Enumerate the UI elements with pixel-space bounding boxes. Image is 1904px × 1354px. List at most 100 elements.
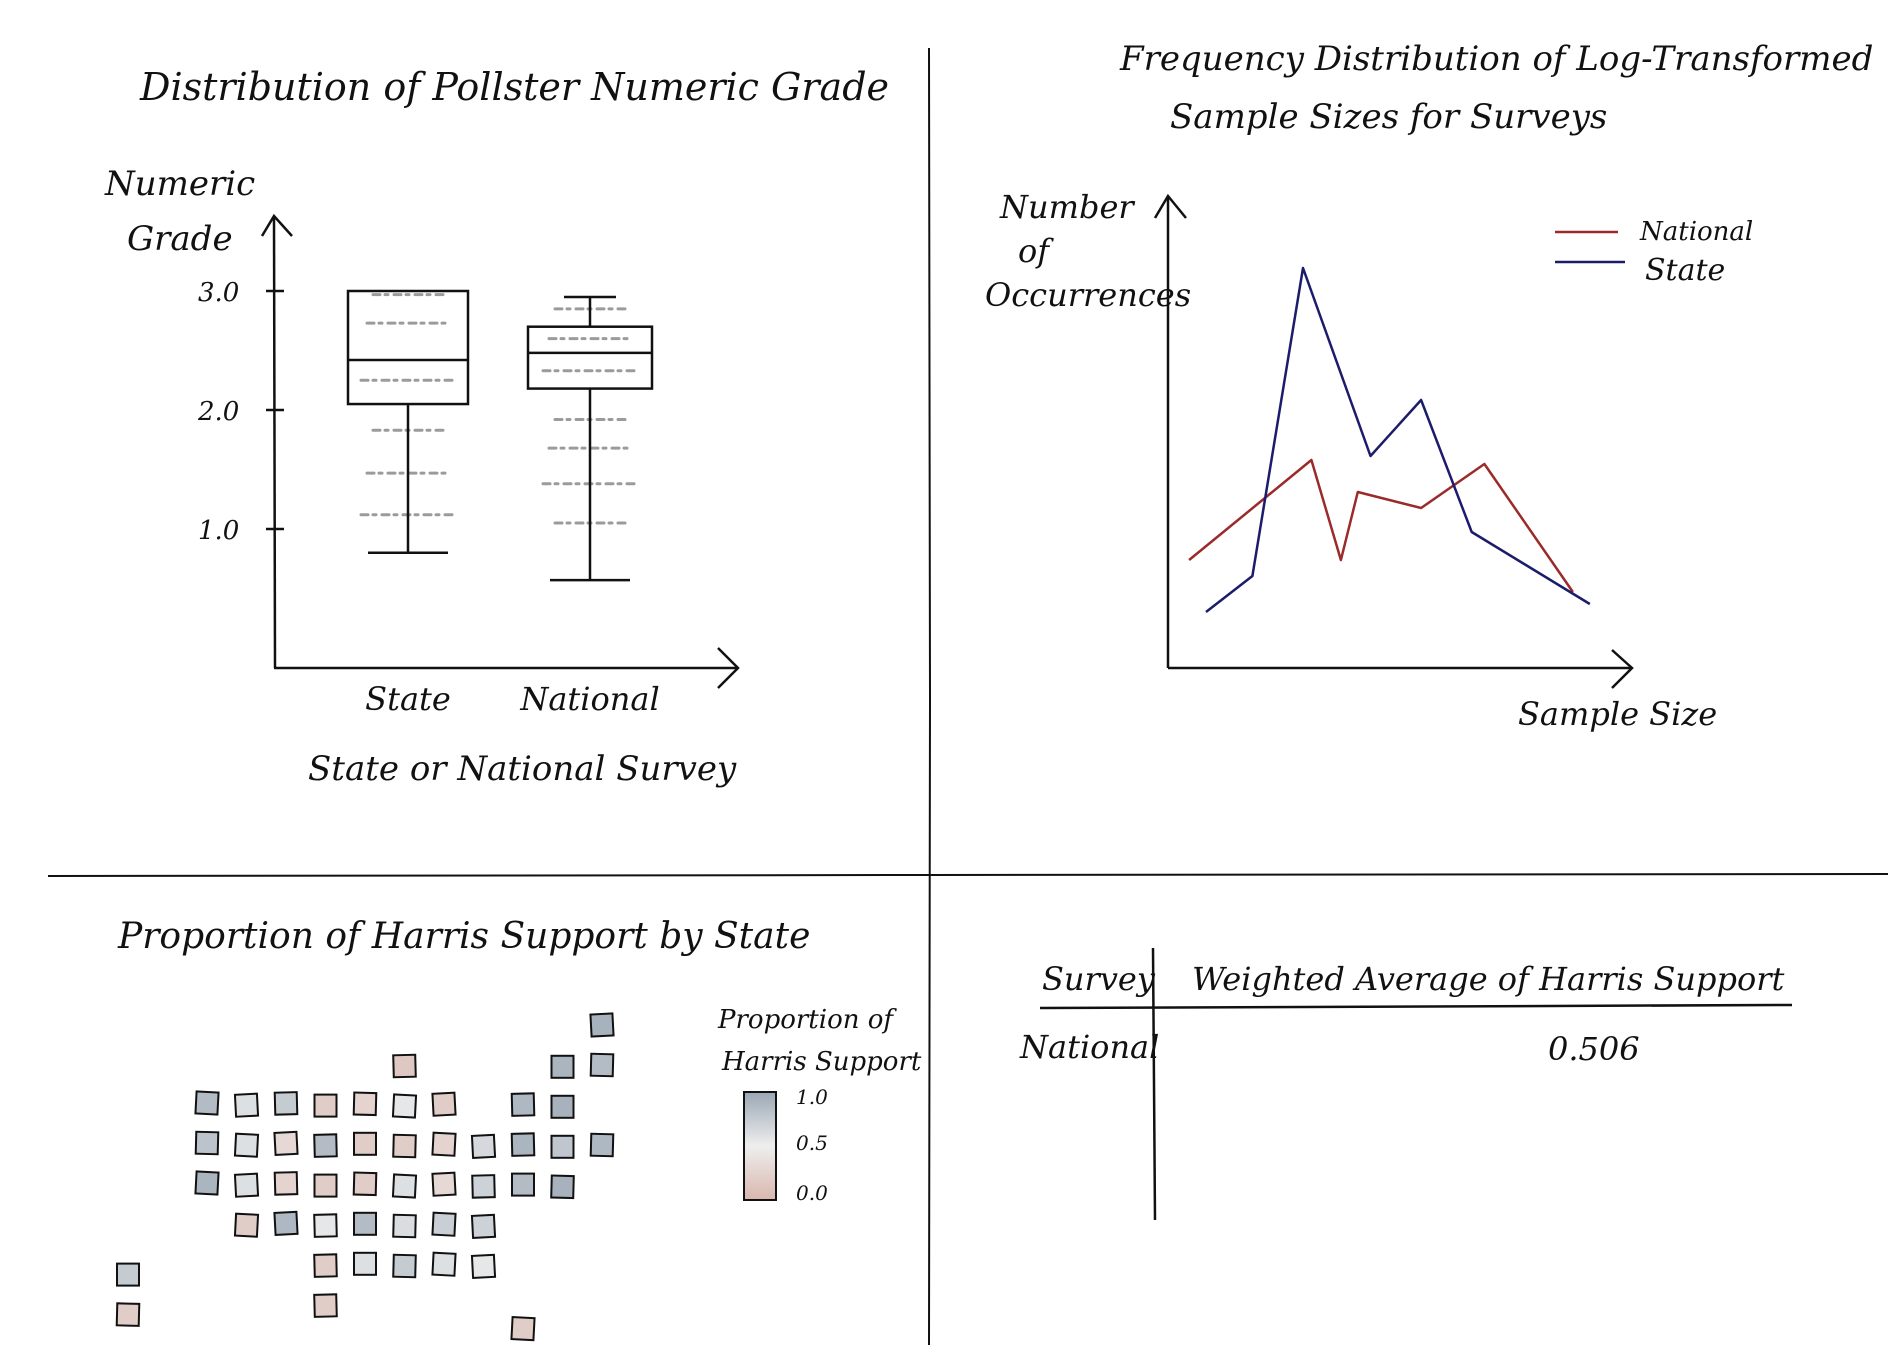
state-tile xyxy=(313,1293,338,1318)
boxplot-category-label: National xyxy=(519,680,659,718)
state-tile xyxy=(352,1171,378,1197)
state-tile xyxy=(273,1171,299,1196)
state-tile xyxy=(391,1093,418,1119)
line-panel: Frequency Distribution of Log-Transforme… xyxy=(985,39,1873,733)
colorbar-title-line2: Harris Support xyxy=(721,1047,922,1077)
national-series-line xyxy=(1188,458,1574,593)
state-tile xyxy=(510,1315,536,1342)
state-tile xyxy=(550,1054,575,1079)
boxplot-xlabel: State or National Survey xyxy=(308,749,737,789)
boxplot-ytick-label: 3.0 xyxy=(198,278,239,308)
state-iqr-box xyxy=(346,289,470,406)
state-tile xyxy=(353,1211,377,1236)
state-tile xyxy=(353,1251,377,1276)
colorbar-tick-label: 0.0 xyxy=(796,1181,828,1205)
state-tile xyxy=(233,1132,260,1158)
table-rules xyxy=(1039,947,1793,1221)
tilemap-title: Proportion of Harris Support by State xyxy=(117,916,810,957)
line-title-line2: Sample Sizes for Surveys xyxy=(1170,97,1607,137)
line-ylabel-line1: Number xyxy=(999,188,1135,226)
line-axes xyxy=(1153,193,1634,689)
state-tile xyxy=(313,1213,338,1238)
state-tile xyxy=(273,1130,299,1157)
table-column-rule xyxy=(1151,947,1157,1221)
quadrant-dividers xyxy=(47,47,1889,1346)
colorbar-tick-label: 1.0 xyxy=(796,1085,828,1109)
state-tile xyxy=(313,1133,338,1158)
line-series xyxy=(1188,266,1591,613)
state-tile xyxy=(233,1172,260,1198)
state-tile xyxy=(313,1253,338,1278)
line-y-arrow xyxy=(1153,193,1187,219)
table-cell-value: 0.506 xyxy=(1548,1030,1640,1068)
boxplot-y-arrow xyxy=(260,213,293,237)
boxplot-ytick-label: 1.0 xyxy=(198,516,239,546)
boxplot-category-label: State xyxy=(365,680,451,718)
state-tile xyxy=(470,1253,497,1280)
state-tile xyxy=(353,1131,377,1156)
state-tile xyxy=(313,1173,338,1198)
national-box xyxy=(526,295,654,582)
state-tile xyxy=(431,1251,457,1277)
state-tile xyxy=(589,1132,615,1158)
state-tile xyxy=(431,1091,457,1117)
state-tile xyxy=(550,1094,575,1119)
legend-state-label: State xyxy=(1645,253,1725,288)
boxplot-title: Distribution of Pollster Numeric Grade xyxy=(139,65,889,109)
state-tile xyxy=(392,1213,417,1239)
state-tile xyxy=(470,1213,497,1240)
state-tile xyxy=(194,1130,220,1156)
state-tile xyxy=(391,1173,418,1199)
boxplot-points xyxy=(359,293,639,525)
state-tile xyxy=(470,1133,497,1160)
table-panel: Survey Weighted Average of Harris Suppor… xyxy=(1019,947,1793,1221)
colorbar xyxy=(743,1091,777,1201)
colorbar-title-line1: Proportion of xyxy=(717,1005,897,1035)
boxplot-ticks: 3.0 2.0 1.0 xyxy=(197,278,284,546)
boxplot-ylabel-line2: Grade xyxy=(127,219,233,259)
state-box xyxy=(346,289,470,555)
tilemap-panel: Proportion of Harris Support by State Pr… xyxy=(115,916,922,1342)
colorbar-tick-label: 0.5 xyxy=(796,1131,828,1155)
state-tile xyxy=(352,1091,378,1117)
line-x-arrow xyxy=(1611,649,1634,689)
boxplot-ylabel-line1: Numeric xyxy=(104,164,255,204)
state-tile xyxy=(589,1052,615,1078)
state-tile xyxy=(273,1210,299,1237)
table-cell-survey: National xyxy=(1019,1028,1159,1066)
boxplot-y-axis xyxy=(272,217,277,669)
table-header-survey: Survey xyxy=(1042,960,1156,998)
state-tile xyxy=(431,1171,457,1197)
boxplot-panel: Distribution of Pollster Numeric Grade N… xyxy=(104,65,889,789)
state-tile xyxy=(510,1132,536,1157)
horizontal-divider xyxy=(47,873,1889,877)
boxplot-ytick-label: 2.0 xyxy=(197,397,239,427)
boxplot-boxes xyxy=(346,289,654,582)
line-ylabel-line3: Occurrences xyxy=(985,276,1191,314)
line-ylabel-line2: of xyxy=(1018,232,1054,270)
state-tile xyxy=(589,1012,615,1038)
state-tile xyxy=(313,1093,338,1118)
line-legend: National State xyxy=(1555,217,1753,288)
state-tile xyxy=(194,1170,220,1196)
colorbar-ticks: 1.0 0.5 0.0 xyxy=(796,1085,828,1205)
state-tile xyxy=(431,1211,457,1237)
state-tile xyxy=(233,1092,260,1118)
state-tile xyxy=(392,1053,417,1079)
table-header-rule xyxy=(1039,1003,1793,1010)
state-tile xyxy=(273,1091,299,1116)
state-tile xyxy=(233,1212,260,1238)
state-tile xyxy=(115,1302,141,1327)
tilemap-tiles xyxy=(115,1012,615,1342)
table-header-weighted-average: Weighted Average of Harris Support xyxy=(1192,960,1785,998)
state-tile xyxy=(431,1131,457,1157)
boxplot-category-labels: State National xyxy=(365,680,660,718)
line-xlabel: Sample Size xyxy=(1518,695,1717,733)
vertical-divider xyxy=(928,47,932,1346)
state-series-line xyxy=(1205,266,1591,613)
state-tile xyxy=(511,1172,535,1197)
legend-national-label: National xyxy=(1639,217,1753,247)
national-iqr-box xyxy=(526,325,654,390)
state-tile xyxy=(550,1134,575,1159)
